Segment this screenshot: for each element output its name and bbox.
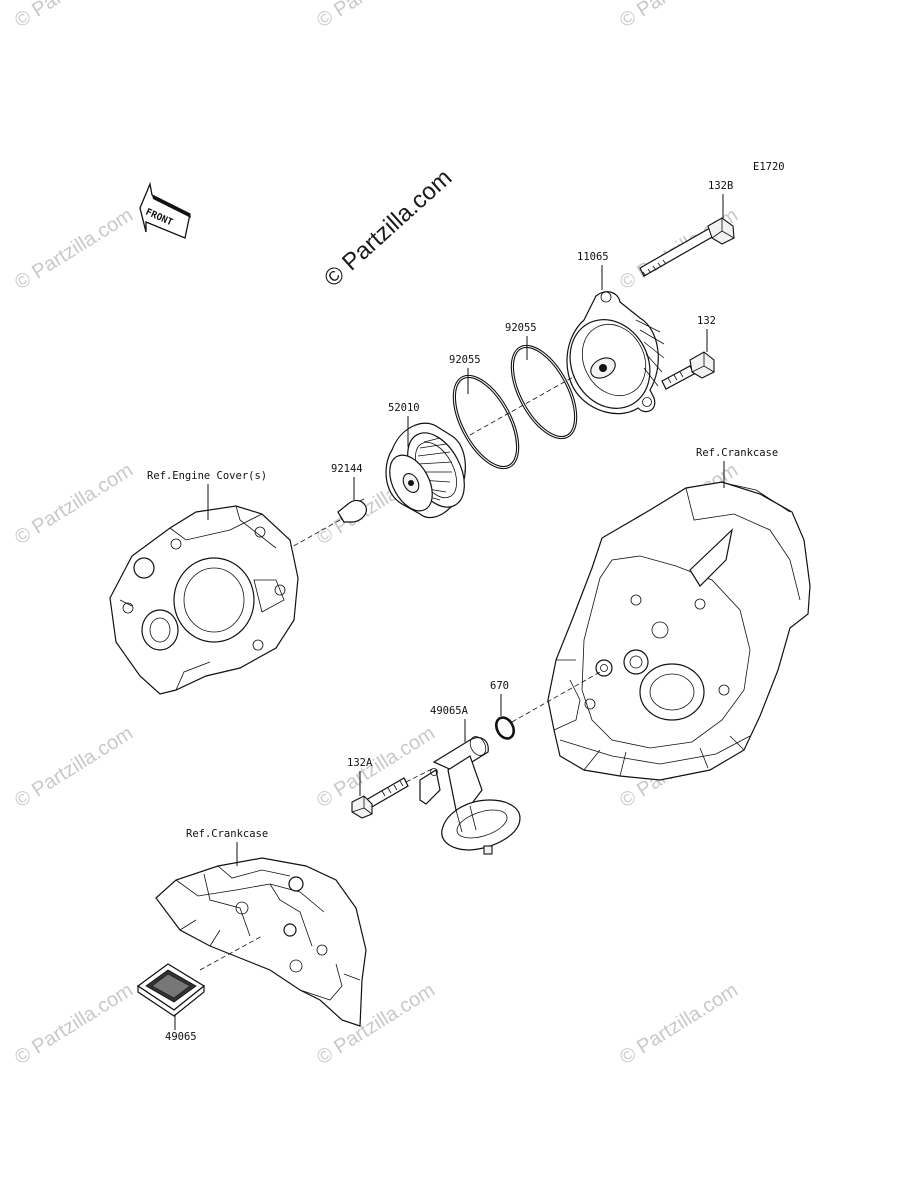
- watermark-tile: © Partzilla.com: [313, 0, 439, 32]
- label-132B: 132B: [708, 180, 733, 192]
- watermark-main: © Partzilla.com: [319, 164, 457, 292]
- label-49065: 49065: [165, 1031, 197, 1043]
- label-52010: 52010: [388, 402, 420, 414]
- bolt-132B: [639, 217, 735, 277]
- label-49065A: 49065A: [430, 705, 469, 717]
- watermark-tile: © Partzilla.com: [11, 0, 137, 32]
- crankcase-reference-right: [547, 481, 811, 781]
- crankcase-reference-lower: [155, 857, 367, 1027]
- oil-filter-52010: [385, 422, 466, 519]
- o-ring-670: [494, 716, 516, 740]
- label-670: 670: [490, 680, 509, 692]
- ref-crankcase-lower: Ref.Crankcase: [186, 828, 268, 840]
- watermark-tile: © Partzilla.com: [616, 979, 742, 1069]
- ref-crankcase-right: Ref.Crankcase: [696, 447, 778, 459]
- bolt-132A: [351, 777, 409, 819]
- o-ring-92055-outer: [510, 344, 578, 440]
- watermark-tile: © Partzilla.com: [616, 0, 742, 32]
- spring-92144: [337, 498, 367, 524]
- ref-engine-cover: Ref.Engine Cover(s): [147, 470, 267, 482]
- cover-11065: [566, 291, 665, 415]
- watermark-tile: © Partzilla.com: [11, 204, 137, 294]
- watermark-tile: © Partzilla.com: [11, 459, 137, 549]
- bolt-132: [661, 351, 715, 390]
- label-132: 132: [697, 315, 716, 327]
- watermark-tile: © Partzilla.com: [11, 979, 137, 1069]
- label-11065: 11065: [577, 251, 609, 263]
- pipe-49065A: [419, 736, 521, 855]
- label-92055-outer: 92055: [505, 322, 537, 334]
- diagram-code: E1720: [753, 161, 785, 173]
- front-arrow-icon: FRONT: [139, 181, 191, 239]
- strainer-49065: [136, 963, 206, 1017]
- o-ring-92055-inner: [452, 374, 520, 470]
- label-92144: 92144: [331, 463, 363, 475]
- label-132A: 132A: [347, 757, 373, 769]
- label-92055-inner: 92055: [449, 354, 481, 366]
- watermark-tile: © Partzilla.com: [11, 722, 137, 812]
- engine-cover-reference: [109, 505, 299, 695]
